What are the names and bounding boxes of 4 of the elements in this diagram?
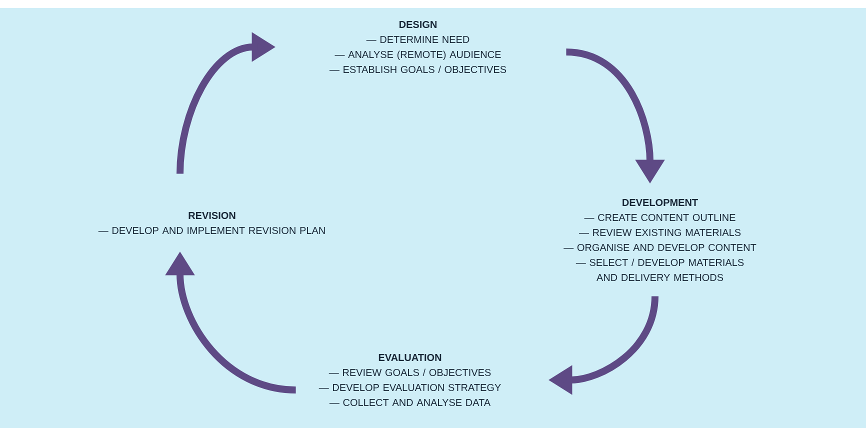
stage-text: EVALUATION — REVIEW GOALS / OBJECTIVES — DEVELOP EVALUATION STRATEGY — COLLECT AND ANALYSE DATA (318, 354, 501, 406)
stage-text: DEVELOPMENT — CREATE CONTENT OUTLINE — REVIEW EXISTING MATERIALS — ORGANISE AND DEVELOP CONTENT — SELECT / DEVELOP MATERIALS AND DELIVERY METHODS (564, 198, 756, 282)
stage-text: DESIGN — DETERMINE NEED — ANALYSE (REMOTE) AUDIENCE — ESTABLISH GOALS / OBJECTIVES (329, 20, 506, 74)
stage-text: REVISION — DEVELOP AND IMPLEMENT REVISION PLAN (98, 212, 325, 234)
